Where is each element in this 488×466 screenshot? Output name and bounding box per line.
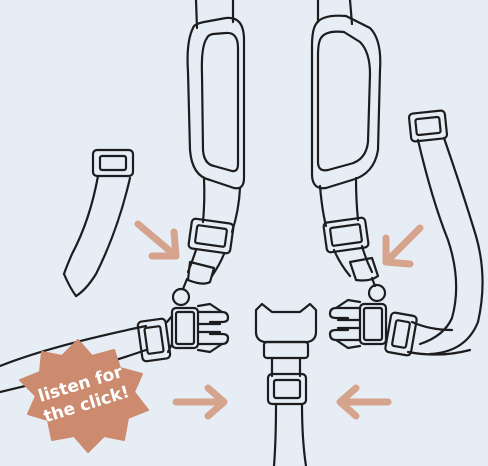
right-shoulder-strap xyxy=(312,0,385,301)
arrow-right-pointing xyxy=(176,388,224,416)
arrow-to-right-ring xyxy=(386,228,420,264)
center-buckle xyxy=(256,304,316,466)
arrow-left-pointing xyxy=(340,388,388,416)
left-waist-strap xyxy=(64,150,133,296)
right-buckle-tongue xyxy=(330,300,470,356)
left-shoulder-strap xyxy=(173,0,244,305)
arrow-to-left-ring xyxy=(138,224,176,256)
